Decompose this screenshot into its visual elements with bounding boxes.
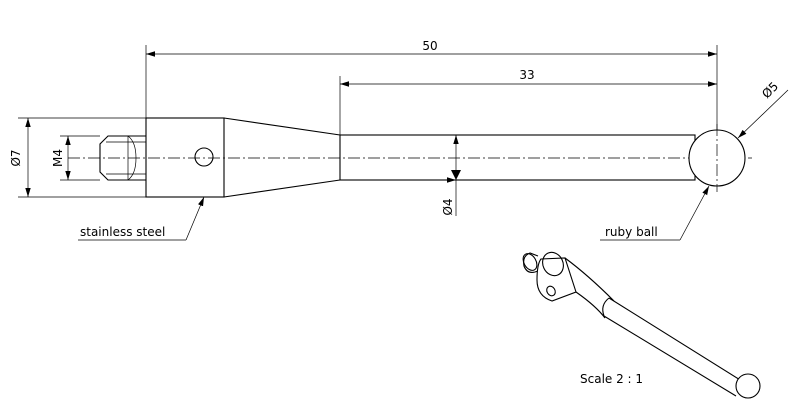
overall-length-value: 50 (422, 39, 437, 53)
ball-diameter-value: Ø5 (759, 79, 781, 101)
dimension-overall-length: 50 (145, 39, 718, 130)
dimension-thread: M4 (51, 135, 100, 181)
tip-material-label: ruby ball (605, 225, 658, 239)
scale-label: Scale 2 : 1 (580, 372, 643, 386)
body-material-label: stainless steel (80, 225, 165, 239)
thread-undercut-arc (127, 135, 137, 181)
stem (339, 134, 696, 181)
dimension-body-diameter: Ø7 (9, 117, 146, 198)
thread-value: M4 (51, 149, 65, 167)
ruby-ball (688, 129, 746, 187)
stylus-side-view (68, 117, 752, 198)
stem-length-value: 33 (519, 68, 534, 82)
leader-body-material: stainless steel (78, 196, 205, 241)
wrench-hole (194, 147, 214, 167)
dimension-ball-diameter: Ø5 (737, 79, 789, 139)
leader-tip-material: ruby ball (600, 185, 710, 241)
stem-diameter-value: Ø4 (441, 198, 455, 215)
taper (223, 117, 341, 198)
threaded-stud (99, 135, 146, 181)
stylus-isometric-view (522, 251, 761, 399)
body-diameter-value: Ø7 (9, 149, 23, 166)
body-cylinder (145, 117, 225, 198)
dimension-stem-length: 33 (339, 68, 717, 135)
dimension-stem-diameter: Ø4 (441, 135, 461, 216)
